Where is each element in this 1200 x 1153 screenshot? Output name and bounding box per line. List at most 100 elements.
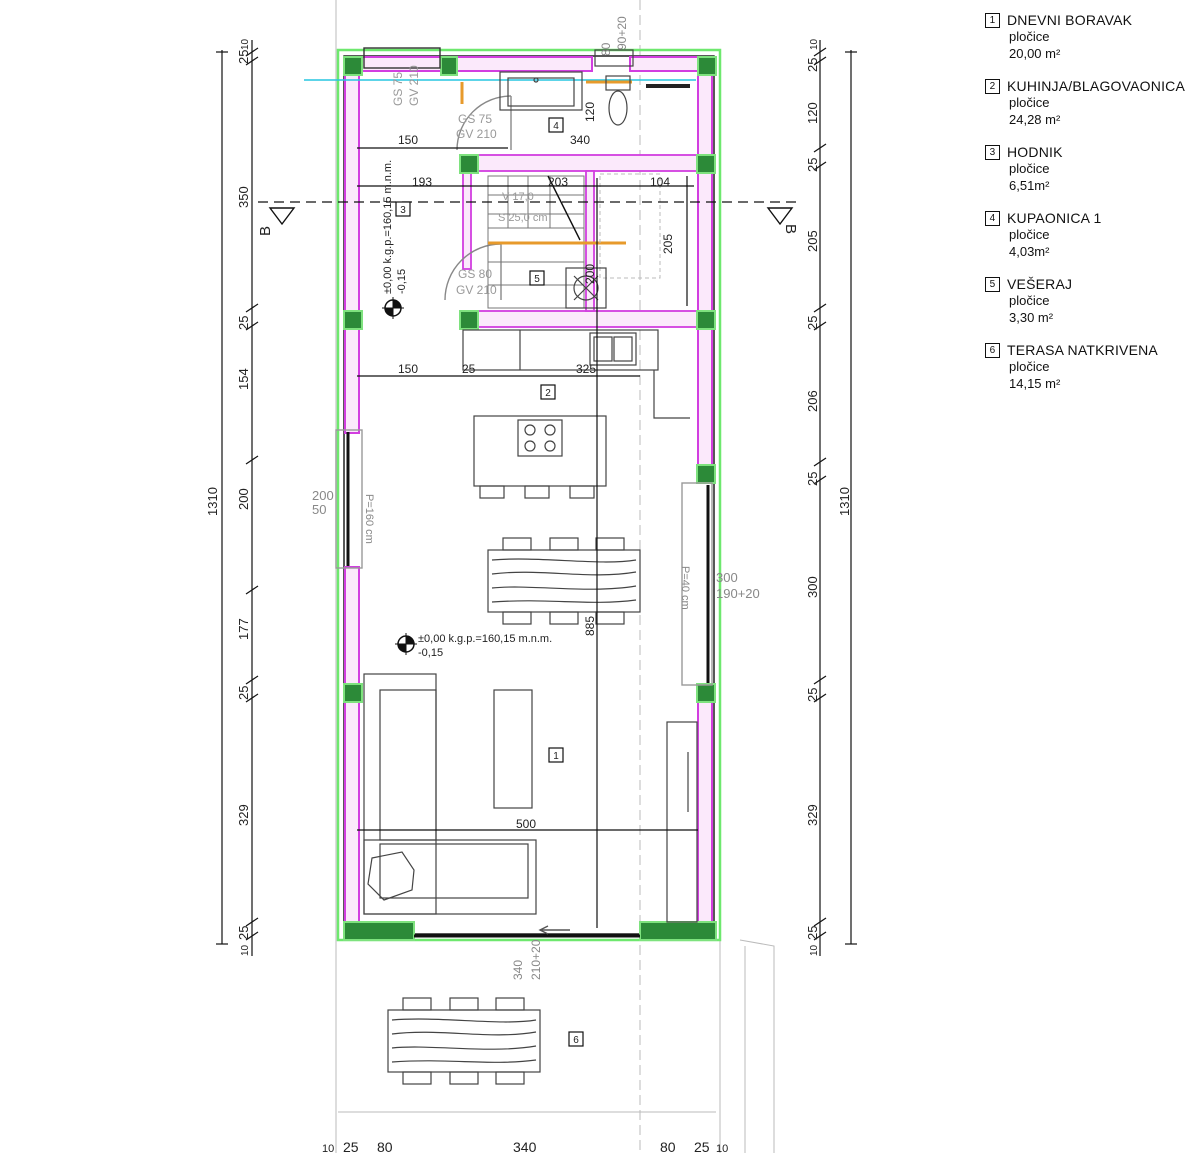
dim-150b: 150 xyxy=(398,362,418,376)
interior-walls xyxy=(462,154,699,328)
left-dim-8: 329 xyxy=(236,804,251,826)
window-right-sill: P=40 cm xyxy=(679,566,691,610)
room-tag-2: 2 xyxy=(545,388,551,399)
dim-104: 104 xyxy=(650,175,670,189)
left-dim-9: 25 xyxy=(236,926,251,940)
legend-room-3: 3 HODNIK pločice 6,51m² xyxy=(985,144,1197,194)
dim-205: 205 xyxy=(661,234,675,254)
room-tag-1: 1 xyxy=(553,751,559,762)
room-name: TERASA NATKRIVENA xyxy=(1007,342,1158,358)
right-total: 1310 xyxy=(837,487,852,516)
right-dim-7: 25 xyxy=(805,472,820,486)
right-dim-11: 25 xyxy=(805,926,820,940)
legend-room-5: 5 VEŠERAJ pločice 3,30 m² xyxy=(985,276,1197,326)
terrace-table xyxy=(387,997,541,1085)
level-upper-sub: -0,15 xyxy=(396,269,408,294)
room-floor: pločice xyxy=(1009,227,1050,242)
section-markers xyxy=(268,207,794,226)
right-dim-9: 25 xyxy=(805,688,820,702)
room-floor: pločice xyxy=(1009,95,1050,110)
left-dim-4: 154 xyxy=(236,368,251,390)
level-labels: ±0,00 k.g.p.=160,15 m.n.m. -0,15 ±0,00 k… xyxy=(382,160,552,659)
window-right-height: 190+20 xyxy=(716,586,760,601)
door-bottom-width: 340 xyxy=(511,960,525,980)
top-dim-1: 90+20 xyxy=(615,16,629,50)
room-area: 14,15 m² xyxy=(1009,376,1061,391)
left-dim-6: 177 xyxy=(236,618,251,640)
room-number-badge: 6 xyxy=(985,342,1000,358)
room-floor: pločice xyxy=(1009,293,1050,308)
window-left-width: 200 xyxy=(312,488,334,503)
left-dim-5: 200 xyxy=(236,488,251,510)
room-number-badge: 4 xyxy=(985,210,1000,226)
door-window-labels: GS 75 GV 210 GS 75 GV 210 GS 80 GV 210 S… xyxy=(312,65,760,980)
right-dim-3: 25 xyxy=(805,158,820,172)
legend-room-6: 6 TERASA NATKRIVENA pločice 14,15 m² xyxy=(985,342,1197,392)
room-name: HODNIK xyxy=(1007,144,1063,160)
room-floor: pločice xyxy=(1009,359,1050,374)
legend-room-2: 2 KUHINJA/BLAGOVAONICA pločice 24,28 m² xyxy=(985,78,1197,128)
dim-25: 25 xyxy=(462,362,476,376)
door-gv210: GV 210 xyxy=(456,127,497,141)
right-dim-1: 10 xyxy=(809,38,820,50)
columns xyxy=(343,56,717,941)
door-bottom-height: 210+20 xyxy=(529,939,543,980)
left-dim-1: 10 xyxy=(240,38,251,50)
bottom-dim-5: 25 xyxy=(694,1139,710,1153)
left-dim-7: 25 xyxy=(236,686,251,700)
left-dimensions: 25 10 350 25 154 200 177 25 329 25 10 13… xyxy=(205,38,251,956)
living-furniture xyxy=(363,673,698,923)
room-name: DNEVNI BORAVAK xyxy=(1007,12,1133,28)
room-area: 20,00 m² xyxy=(1009,46,1061,61)
dim-325: 325 xyxy=(576,362,596,376)
bottom-dim-6: 10 xyxy=(716,1143,728,1153)
right-dim-6: 206 xyxy=(805,390,820,412)
dining-table xyxy=(487,537,641,625)
right-dim-2: 120 xyxy=(805,102,820,124)
room-tags: 1 2 3 4 5 6 xyxy=(400,121,579,1046)
room-number-badge: 5 xyxy=(985,276,1000,292)
section-labels: B B xyxy=(257,224,799,236)
section-mark-right: B xyxy=(782,224,799,234)
level-upper-main: ±0,00 k.g.p.=160,15 m.n.m. xyxy=(382,160,394,294)
right-dim-12: 10 xyxy=(809,944,820,956)
bottom-dim-3: 340 xyxy=(513,1139,537,1153)
window-right-width: 300 xyxy=(716,570,738,585)
room-name: KUPAONICA 1 xyxy=(1007,210,1102,226)
level-markers xyxy=(382,297,417,655)
right-dim-10: 329 xyxy=(805,804,820,826)
bottom-dim-1: 25 xyxy=(343,1139,359,1153)
dim-203: 203 xyxy=(548,175,568,189)
dimension-ticks xyxy=(245,47,827,941)
exterior-walls xyxy=(336,48,722,942)
inner-dimension-labels: 150 340 193 203 104 205 120 200 150 25 3… xyxy=(398,102,675,831)
dim-200: 200 xyxy=(583,264,597,284)
bottom-dimensions: 10 25 80 340 80 25 10 xyxy=(322,1139,728,1153)
right-dimensions: 25 10 120 25 205 25 206 25 300 25 329 25… xyxy=(805,38,852,956)
right-dim-0: 25 xyxy=(805,58,820,72)
room-floor: pločice xyxy=(1009,29,1050,44)
left-dim-2: 350 xyxy=(236,186,251,208)
section-mark-left: B xyxy=(257,226,274,236)
dimension-lines xyxy=(216,40,857,956)
room-tag-5: 5 xyxy=(534,274,540,285)
left-total: 1310 xyxy=(205,487,220,516)
windows-doors xyxy=(304,47,713,938)
room-floor: pločice xyxy=(1009,161,1050,176)
level-lower-sub: -0,15 xyxy=(418,647,443,659)
door-gv210c: GV 210 xyxy=(456,283,497,297)
bottom-dim-2: 80 xyxy=(377,1139,393,1153)
dim-340: 340 xyxy=(570,133,590,147)
window-left-sill: P=160 cm xyxy=(363,494,375,544)
bottom-dim-4: 80 xyxy=(660,1139,676,1153)
door-gv210b: GV 210 xyxy=(407,65,421,106)
dim-500: 500 xyxy=(516,817,536,831)
left-dim-0: 25 xyxy=(236,50,251,64)
stair-step-height: V 17,0 xyxy=(502,191,534,203)
room-area: 3,30 m² xyxy=(1009,310,1054,325)
room-area: 24,28 m² xyxy=(1009,112,1061,127)
room-area: 4,03m² xyxy=(1009,244,1050,259)
window-left-height: 50 xyxy=(312,502,326,517)
top-dimensions: 80 90+20 xyxy=(599,16,629,56)
